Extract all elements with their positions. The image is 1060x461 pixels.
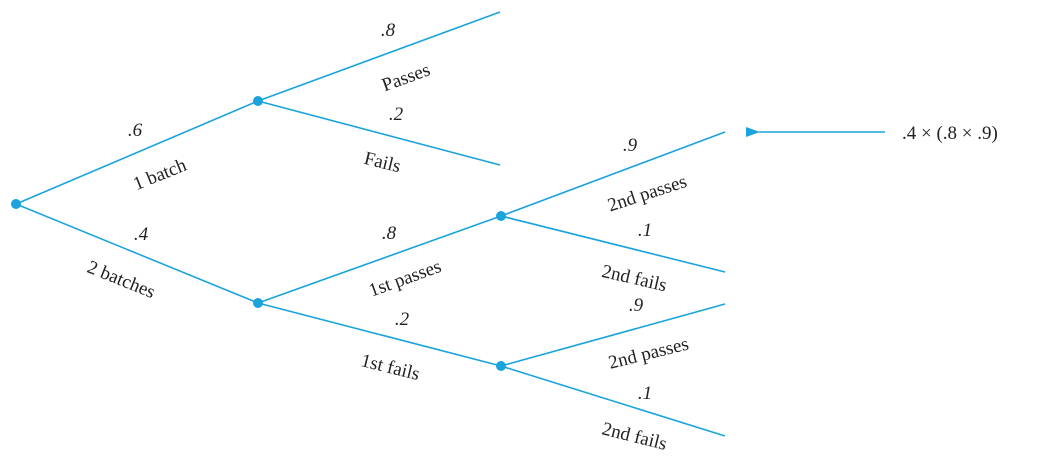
prob-second-fails-a: .1 — [638, 220, 652, 241]
label-second-passes-b: 2nd passes — [606, 334, 690, 374]
edge-first-passes — [257, 215, 502, 304]
edge-second-fails-b — [500, 365, 726, 437]
prob-first-passes: .8 — [382, 223, 397, 244]
node-first-fails — [496, 361, 506, 371]
prob-second-passes-a: .9 — [623, 135, 638, 156]
label-first-passes: 1st passes — [366, 256, 444, 302]
node-one-batch — [253, 96, 263, 106]
edge-one-batch-passes — [257, 11, 501, 102]
annotation-product: .4 × (.8 × .9) — [902, 123, 998, 144]
edge-second-passes-a — [500, 131, 726, 217]
label-one-batch: 1 batch — [130, 155, 190, 195]
node-first-passes — [496, 211, 506, 221]
prob-second-fails-b: .1 — [638, 383, 652, 404]
label-two-batches: 2 batches — [84, 257, 158, 303]
edge-root-one-batch — [15, 100, 259, 205]
label-fails: Fails — [362, 148, 403, 177]
node-root — [11, 199, 21, 209]
edge-one-batch-fails — [257, 100, 501, 166]
edge-first-fails — [257, 302, 502, 367]
label-second-passes-a: 2nd passes — [605, 171, 689, 216]
label-first-fails: 1st fails — [359, 350, 422, 385]
prob-first-fails: .2 — [395, 309, 410, 330]
label-second-fails-a: 2nd fails — [600, 261, 669, 296]
prob-passes: .8 — [381, 20, 396, 41]
prob-one-batch: .6 — [128, 120, 143, 141]
edge-second-passes-b — [500, 303, 726, 367]
label-passes: Passes — [379, 59, 433, 96]
edge-root-two-batches — [15, 203, 259, 304]
prob-second-passes-b: .9 — [629, 295, 644, 316]
label-second-fails-b: 2nd fails — [600, 418, 669, 454]
prob-two-batches: .4 — [134, 224, 149, 245]
edge-second-fails-a — [500, 215, 726, 273]
node-two-batches — [253, 298, 263, 308]
prob-fails: .2 — [389, 104, 404, 125]
